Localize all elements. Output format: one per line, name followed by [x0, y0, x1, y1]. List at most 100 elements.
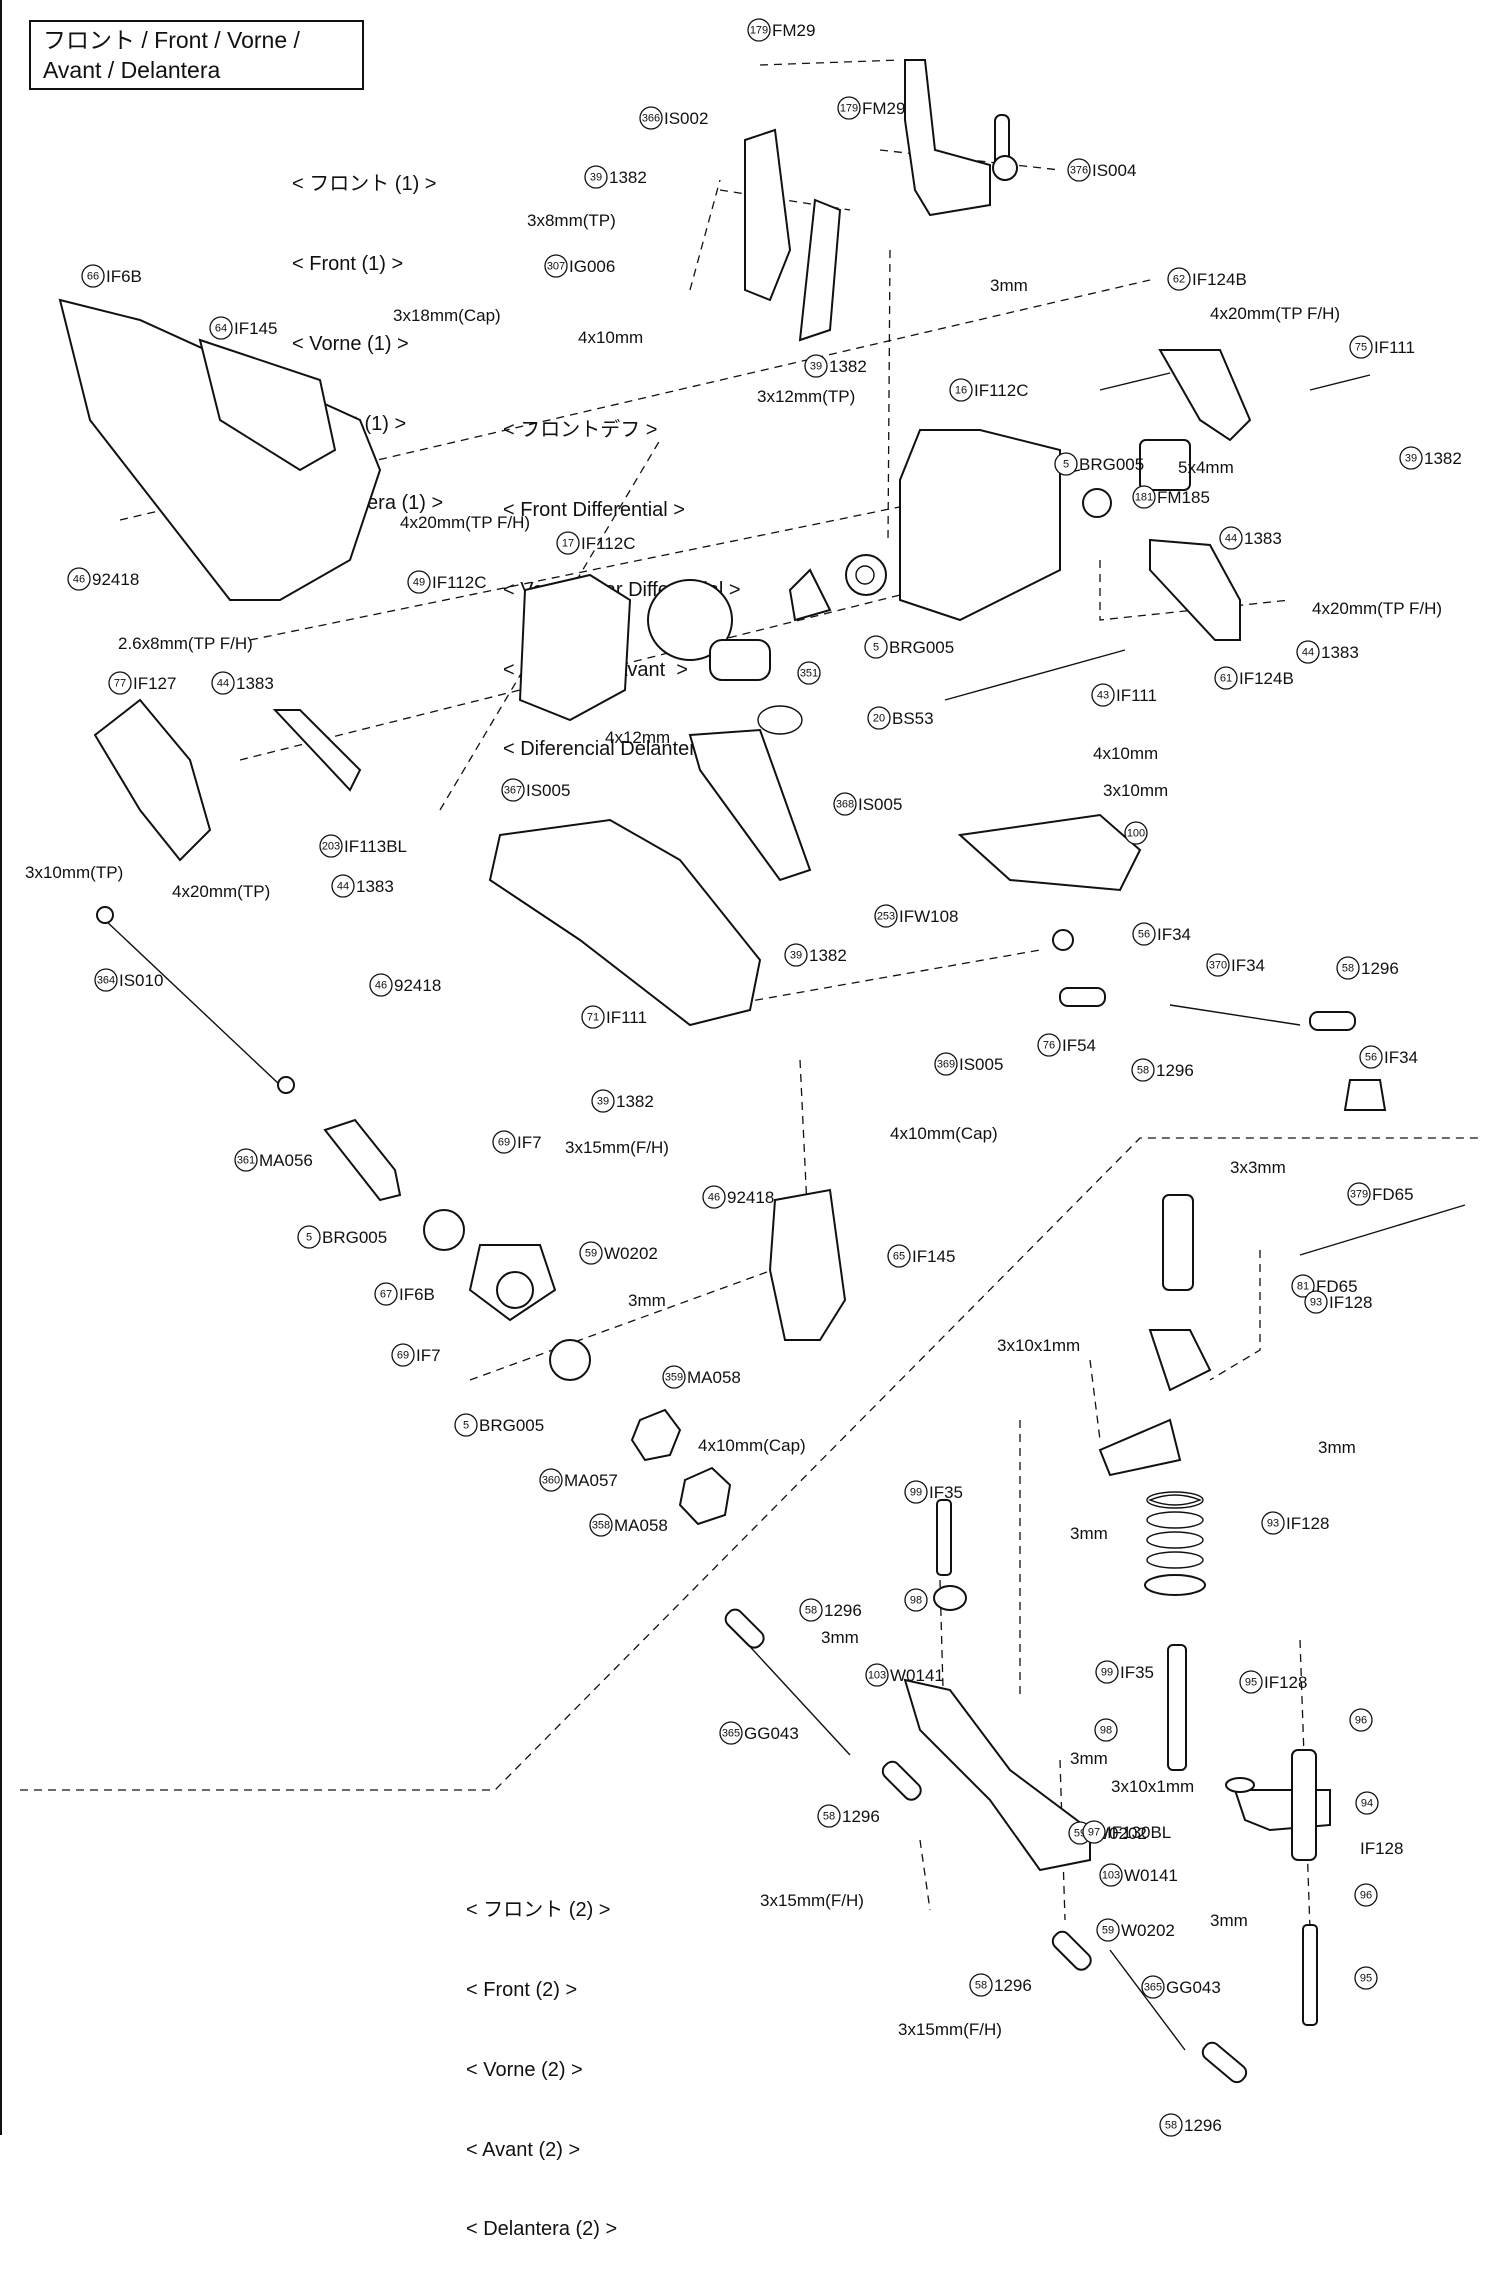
part-number: 39: [597, 1096, 609, 1108]
part-number: 253: [877, 911, 895, 923]
part-code: IF54: [1062, 1036, 1096, 1055]
part-code: W0202: [604, 1244, 658, 1263]
part-number-circle: [1206, 953, 1230, 977]
part-callout: 3mm: [821, 1628, 859, 1647]
part-number-circle: [501, 778, 525, 802]
part-number: 59: [1102, 1925, 1114, 1937]
part-number-circle: [1096, 1918, 1120, 1942]
part-number: 58: [1342, 963, 1354, 975]
part-callout: 3x3mm: [1230, 1158, 1286, 1177]
part-code: MA058: [614, 1516, 668, 1535]
part-code: IF7: [416, 1346, 441, 1365]
part-number: 96: [1360, 1890, 1372, 1902]
part-callout: 3x10x1mm: [997, 1336, 1080, 1355]
part-number-circle: [799, 1598, 823, 1622]
part-code: MA058: [687, 1368, 741, 1387]
part-code: 1382: [1424, 449, 1462, 468]
part-number-circle: [797, 661, 821, 685]
part-callout: 3mm: [990, 276, 1028, 295]
part-code: W0141: [1124, 1866, 1178, 1885]
part-callout: 3mm: [1318, 1438, 1356, 1457]
part-code: IF128: [1264, 1673, 1307, 1692]
part-callout: 5x4mm: [1178, 458, 1234, 477]
title-line-1: フロント / Front / Vorne /: [43, 27, 300, 53]
part-number: 93: [1310, 1297, 1322, 1309]
part-number-circle: [1132, 922, 1156, 946]
diff-line: < Front Differential >: [503, 498, 685, 521]
part-code: 2.6x8mm(TP F/H): [118, 634, 253, 653]
part-code: FM185: [1157, 488, 1210, 507]
part-callout: 4x20mm(TP F/H): [1210, 304, 1340, 323]
part-number-circle: [833, 792, 857, 816]
part-code: IF124B: [1192, 270, 1247, 289]
part-callout: 4x10mm: [578, 328, 643, 347]
part-code: BRG005: [889, 638, 954, 657]
section-2-line: < Front (2) >: [466, 1978, 578, 2001]
part-number-circle: [391, 1343, 415, 1367]
section-2-line: < Vorne (2) >: [466, 2058, 583, 2081]
part-code: IS002: [664, 109, 708, 128]
section-2-line: < Delantera (2) >: [466, 2218, 618, 2241]
part-code: IF113BL: [344, 837, 407, 856]
part-callout: 3x15mm(F/H): [565, 1138, 669, 1157]
part-code: IF35: [1120, 1663, 1154, 1682]
section-divider: [20, 1137, 1480, 1791]
part-number-circle: [584, 165, 608, 189]
part-code: 3mm: [628, 1291, 666, 1310]
part-code: IF34: [1157, 925, 1191, 944]
part-code: 4x10mm(Cap): [890, 1124, 998, 1143]
part-code: 3mm: [990, 276, 1028, 295]
part-code: 1383: [356, 877, 394, 896]
part-code: IF6B: [399, 1285, 435, 1304]
part-callout: 4x10mm(Cap): [890, 1124, 998, 1143]
part-number-circle: [784, 943, 808, 967]
part-number-circle: [331, 874, 355, 898]
part-code: MA057: [564, 1471, 618, 1490]
part-code: IF34: [1231, 956, 1265, 975]
part-number-circle: [1354, 1883, 1378, 1907]
part-number-circle: [837, 96, 861, 120]
section-1-line: < フロント (1) >: [292, 173, 437, 196]
part-callout: 96: [1349, 1708, 1373, 1732]
part-number-circle: [94, 968, 118, 992]
part-number-circle: [369, 973, 393, 997]
part-number-circle: [374, 1282, 398, 1306]
part-callout: 4x12mm: [605, 728, 670, 747]
part-code: IF34: [1384, 1048, 1418, 1067]
part-number: 64: [215, 323, 227, 335]
part-number-circle: [817, 1804, 841, 1828]
part-callout: 4x10mm: [1093, 744, 1158, 763]
part-number-circle: [1355, 1791, 1379, 1815]
part-code: 1382: [829, 357, 867, 376]
part-callout: 3x12mm(TP): [757, 387, 855, 406]
part-code: 1382: [616, 1092, 654, 1111]
part-callout: IF128: [1360, 1839, 1403, 1858]
part-number-circle: [211, 671, 235, 695]
part-number-circle: [864, 635, 888, 659]
